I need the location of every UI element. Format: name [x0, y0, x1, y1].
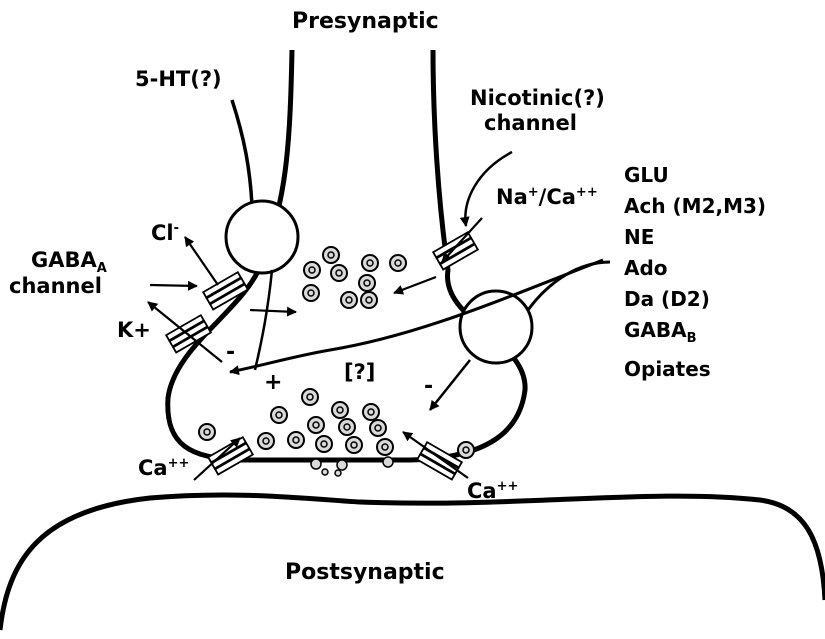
minus-sign-right: -: [424, 376, 433, 398]
gaba-b-subscript: B: [687, 331, 697, 346]
vesicle: [288, 432, 304, 448]
nicotinic-channel: [433, 232, 478, 269]
vesicle: [339, 419, 355, 435]
vesicle: [370, 420, 386, 436]
modulator-list: GLU Ach (M2,M3) NE Ado Da (D2) GABAB Opi…: [624, 160, 766, 385]
na-ca-label: Na+/Ca++: [496, 186, 598, 208]
vesicle: [332, 402, 348, 418]
slash-ca-text: /Ca: [539, 185, 576, 209]
vesicle: [304, 262, 320, 278]
cl-superscript: -: [174, 221, 179, 236]
na-superscript: +: [528, 185, 539, 200]
vesicle: [390, 255, 406, 271]
right-bouton-inhibit-arrow: [430, 360, 470, 410]
ca-left-superscript: ++: [168, 456, 190, 471]
vesicle: [458, 442, 474, 458]
vesicle: [377, 439, 393, 455]
unknown-modulator-label: [?]: [344, 362, 375, 383]
cl-arrow: [185, 237, 218, 285]
modulator-opiates: Opiates: [624, 354, 766, 385]
nicotinic-label: Nicotinic(?): [470, 88, 605, 109]
vesicle: [271, 407, 287, 423]
gaba-b-text: GABA: [624, 318, 687, 342]
gaba-a-channel: [203, 272, 248, 309]
presynaptic-terminal: [168, 50, 525, 460]
ca-channel-left: [208, 437, 253, 474]
nicotinic-label-line2: channel: [484, 113, 577, 134]
serotonergic-axon: [232, 100, 252, 205]
ca-right-label: Ca++: [467, 480, 518, 502]
nicotinic-to-vesicles-arrow: [394, 277, 436, 293]
modulator-da: Da (D2): [624, 284, 766, 315]
modulator-pathway-arrow: [230, 260, 603, 372]
ca-right-text: Ca: [467, 479, 497, 503]
vesicle: [302, 389, 318, 405]
modulator-ach: Ach (M2,M3): [624, 191, 766, 222]
cl-label: Cl-: [151, 222, 179, 244]
vesicle: [362, 255, 378, 271]
vesicle: [359, 275, 375, 291]
vesicle: [331, 265, 347, 281]
gaba-to-vesicles-arrow: [250, 310, 296, 312]
gaba-a-label-line2: channel: [9, 276, 102, 297]
vesicle: [341, 292, 357, 308]
modulator-glu: GLU: [624, 160, 766, 191]
cl-text: Cl: [151, 221, 174, 245]
ca-right-superscript: ++: [497, 479, 519, 494]
vesicle: [316, 436, 332, 452]
ht5-effect-arrow: [255, 270, 272, 370]
vesicle: [303, 285, 319, 301]
plus-sign: +: [264, 372, 282, 394]
modulator-gaba-b: GABAB: [624, 315, 766, 354]
vesicle: [308, 417, 324, 433]
vesicle: [361, 292, 377, 308]
minus-sign-left: -: [226, 342, 235, 364]
modulator-ne: NE: [624, 222, 766, 253]
ca-left-text: Ca: [138, 456, 168, 480]
vesicle: [199, 424, 215, 440]
ht5-label: 5-HT(?): [135, 69, 222, 90]
presynaptic-label: Presynaptic: [292, 11, 439, 33]
gaba-arrow: [150, 285, 197, 286]
k-plus-label: K+: [117, 320, 151, 341]
gaba-a-text: GABA: [31, 248, 97, 272]
ca-superscript: ++: [576, 185, 598, 200]
vesicle: [363, 404, 379, 420]
heteroreceptor-bouton-left: [226, 201, 298, 273]
modulator-ado: Ado: [624, 253, 766, 284]
postsynaptic-label: Postsynaptic: [285, 562, 445, 584]
na-text: Na: [496, 185, 528, 209]
ca-left-label: Ca++: [138, 457, 189, 479]
gaba-a-label: GABAA: [31, 250, 107, 275]
vesicle: [258, 433, 274, 449]
vesicle: [346, 437, 362, 453]
vesicle: [323, 247, 339, 263]
